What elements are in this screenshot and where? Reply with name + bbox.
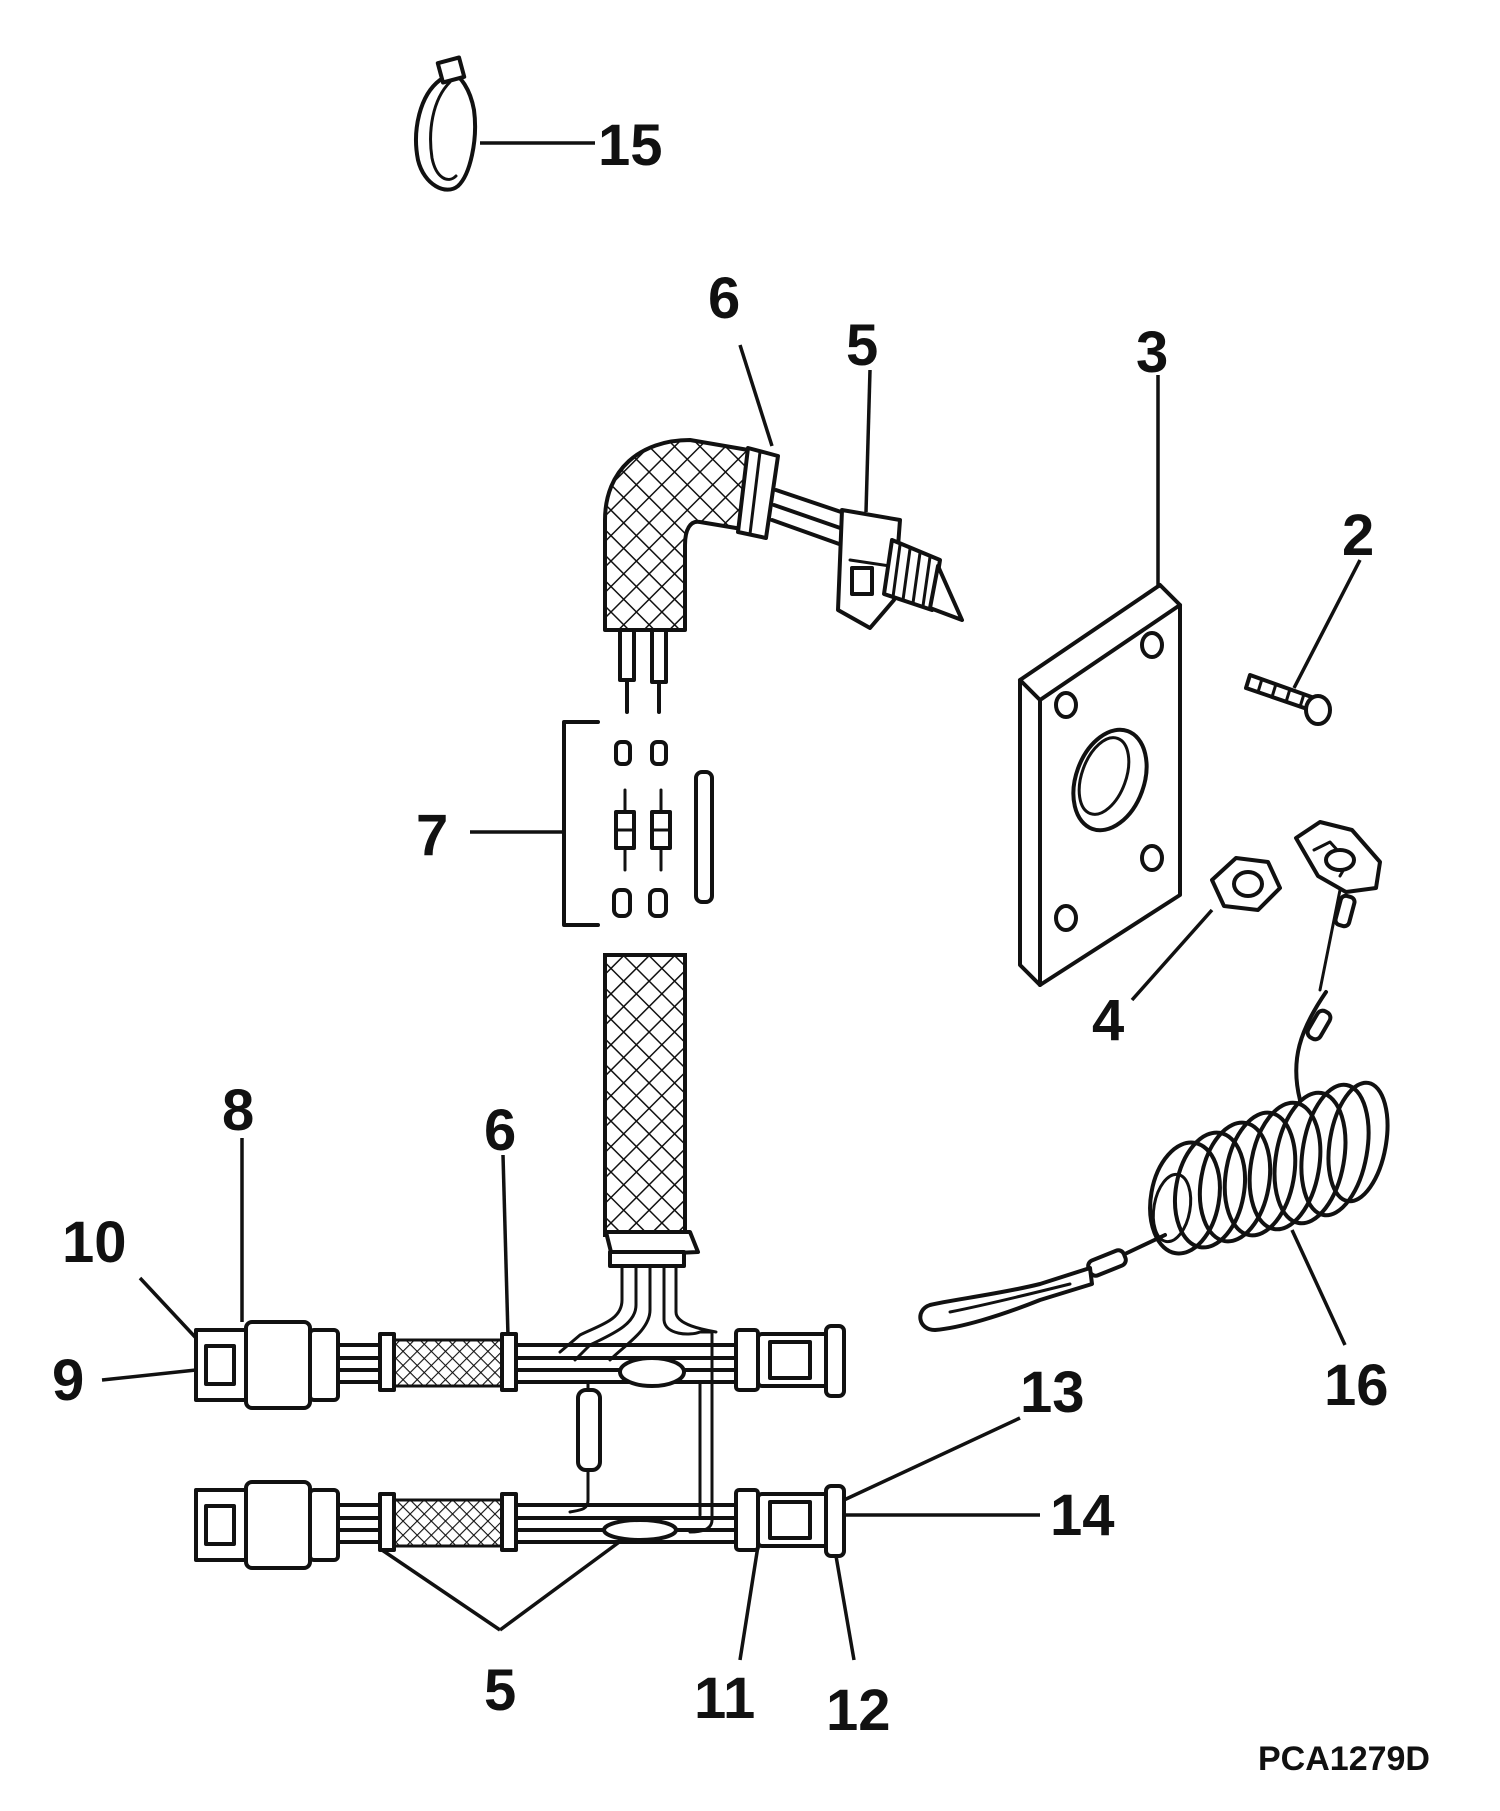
callout-9: 9 <box>52 1348 84 1413</box>
callout-2: 2 <box>1342 503 1374 568</box>
callout-6-top: 6 <box>708 266 740 331</box>
lanyard-part-16 <box>918 820 1390 1346</box>
nut-part-4 <box>1130 856 1282 1002</box>
cable-tie-part-15 <box>414 55 595 192</box>
screw-part-2 <box>1244 559 1362 726</box>
callout-4: 4 <box>1092 988 1124 1053</box>
mounting-plate-part-3 <box>1018 375 1182 987</box>
callout-11: 11 <box>694 1666 755 1731</box>
callout-10: 10 <box>62 1210 127 1275</box>
callout-labels: 15 6 5 3 2 7 4 8 6 10 9 13 16 14 5 11 12… <box>52 113 1430 1778</box>
callout-6-bottom: 6 <box>484 1098 516 1163</box>
callout-5-bottom: 5 <box>484 1658 516 1723</box>
main-harness <box>194 953 846 1570</box>
callout-3: 3 <box>1136 320 1168 385</box>
callout-14: 14 <box>1050 1483 1115 1548</box>
callout-16: 16 <box>1324 1353 1389 1418</box>
figure-reference: PCA1279D <box>1258 1740 1430 1778</box>
callout-13: 13 <box>1020 1360 1085 1425</box>
callout-7: 7 <box>416 803 448 868</box>
switch-harness-elbow <box>603 344 964 714</box>
terminal-kit-part-7 <box>470 720 714 927</box>
callout-8: 8 <box>222 1078 254 1143</box>
callout-5-top: 5 <box>846 313 878 378</box>
callout-15: 15 <box>598 113 663 178</box>
callout-12: 12 <box>826 1678 891 1743</box>
leader-lines-lower <box>101 1138 1040 1661</box>
